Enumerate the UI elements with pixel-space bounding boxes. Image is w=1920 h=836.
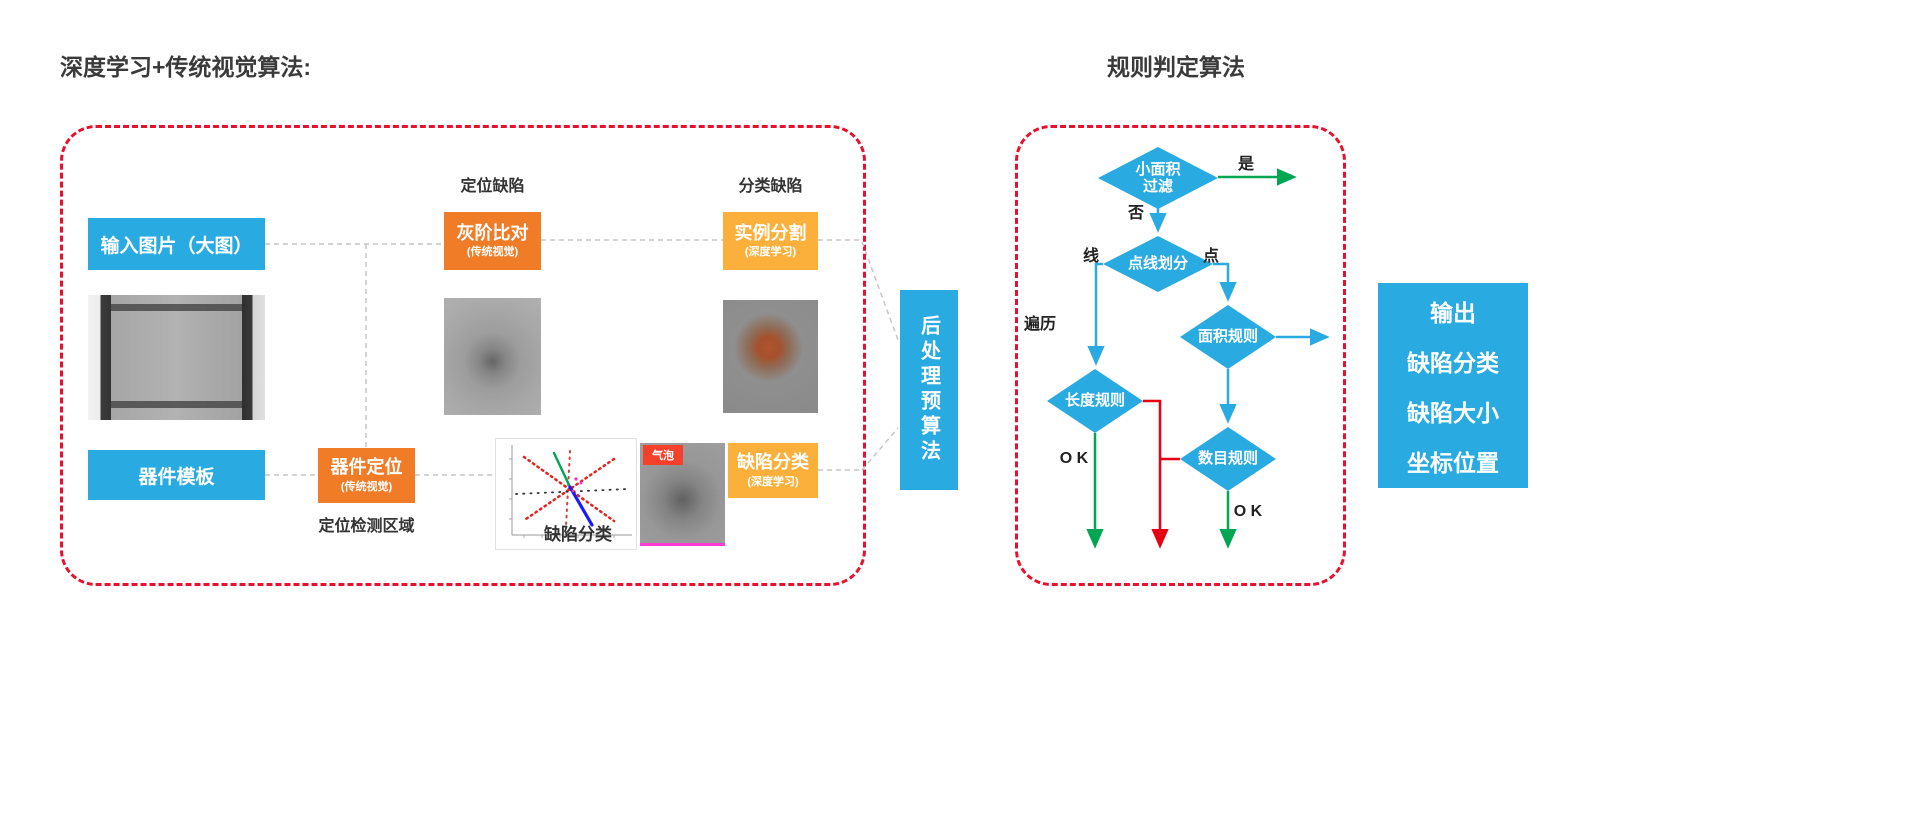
input-sample-image: [88, 295, 265, 420]
classify-defect-label: 分类缺陷: [738, 178, 803, 195]
node-small-area-filter-line1: 小面积: [1135, 160, 1181, 178]
device-locate-title: 器件定位: [330, 457, 403, 478]
output-line-4: 坐标位置: [1407, 449, 1499, 476]
device-locate-subtitle: (传统视觉): [340, 480, 393, 493]
output-line-2: 缺陷分类: [1407, 349, 1499, 376]
edge-label-ok-right: O K: [1233, 503, 1263, 520]
device-locate-box: 器件定位 (传统视觉): [318, 448, 415, 503]
node-point-line-divide-label: 点线划分: [1127, 255, 1188, 273]
instance-seg-title: 实例分割: [734, 222, 807, 243]
instance-seg-subtitle: (深度学习): [744, 246, 797, 259]
gray-compare-title: 灰阶比对: [456, 222, 529, 243]
post-process-label: 后处理预算法: [917, 315, 940, 465]
edge-label-line: 线: [1083, 248, 1100, 265]
output-line-3: 缺陷大小: [1407, 399, 1499, 426]
locate-defect-label: 定位缺陷: [460, 178, 525, 195]
locate-region-label: 定位检测区域: [318, 518, 415, 535]
device-template-label: 器件模板: [138, 466, 215, 488]
edge-label-yes: 是: [1238, 156, 1255, 173]
node-count-rule-label: 数目规则: [1197, 450, 1258, 468]
bubble-crop-image: 气泡: [640, 443, 725, 546]
post-process-box: 后处理预算法: [900, 290, 958, 490]
deep-learning-panel: [60, 125, 866, 586]
gray-defect-image: [444, 298, 541, 415]
defect-classify-title: 缺陷分类: [737, 452, 809, 473]
output-box: 输出 缺陷分类 缺陷大小 坐标位置: [1378, 283, 1528, 488]
right-section-title: 规则判定算法: [1107, 54, 1245, 80]
edge-label-no: 否: [1128, 205, 1145, 222]
node-area-rule-label: 面积规则: [1197, 328, 1258, 346]
scatter-plot-image: [495, 438, 637, 550]
gray-compare-box: 灰阶比对 (传统视觉): [444, 212, 541, 270]
output-line-1: 输出: [1430, 299, 1476, 326]
defect-classify-subtitle: (深度学习): [747, 475, 799, 488]
edge-label-point: 点: [1203, 248, 1220, 265]
input-image-box: 输入图片（大图）: [88, 218, 265, 270]
scatter-plot-graphic: [509, 445, 632, 538]
edge-label-ok-left: O K: [1059, 450, 1089, 467]
part-bottom-band: [111, 401, 242, 408]
part-top-band: [111, 304, 242, 311]
scatter-caption: 缺陷分类: [544, 525, 612, 544]
segmented-defect-image: [723, 300, 818, 413]
bubble-tag: 气泡: [643, 445, 683, 465]
input-image-label: 输入图片（大图）: [100, 235, 253, 257]
left-section-title: 深度学习+传统视觉算法:: [60, 54, 312, 80]
gray-compare-subtitle: (传统视觉): [466, 246, 519, 259]
bubble-magenta-line: [640, 543, 725, 546]
defect-classify-box: 缺陷分类 (深度学习): [728, 443, 818, 498]
instance-seg-box: 实例分割 (深度学习): [723, 212, 818, 270]
rule-panel: [1015, 125, 1346, 586]
device-template-box: 器件模板: [88, 450, 265, 500]
node-small-area-filter-line2: 过滤: [1142, 178, 1173, 195]
edge-label-traverse: 遍历: [1024, 316, 1057, 333]
node-length-rule-label: 长度规则: [1064, 392, 1125, 410]
